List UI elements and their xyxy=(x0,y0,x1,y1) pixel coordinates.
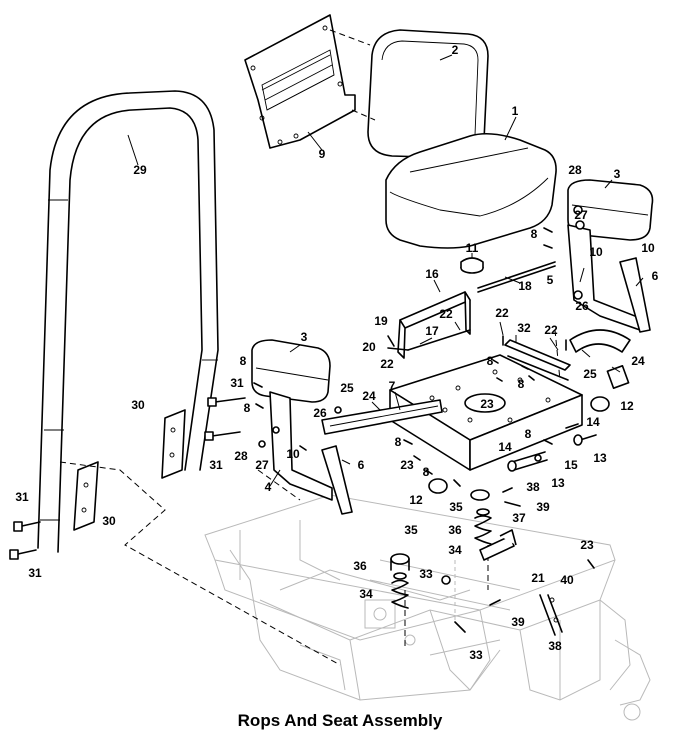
callout-14: 14 xyxy=(498,440,512,454)
callout-5: 5 xyxy=(547,273,554,287)
callout-32: 32 xyxy=(517,321,531,335)
callout-2: 2 xyxy=(452,43,459,57)
callout-25: 25 xyxy=(583,367,597,381)
seat-rails xyxy=(397,291,571,381)
callout-10: 10 xyxy=(589,245,603,259)
callout-31: 31 xyxy=(230,376,244,390)
callout-8: 8 xyxy=(244,401,251,415)
callout-26: 26 xyxy=(313,406,327,420)
callout-31: 31 xyxy=(15,490,29,504)
pivot-pins xyxy=(507,434,597,472)
callout-36: 36 xyxy=(448,523,462,537)
callout-27: 27 xyxy=(255,458,269,472)
callout-18: 18 xyxy=(518,279,532,293)
callout-15: 15 xyxy=(564,458,578,472)
callout-7: 7 xyxy=(389,379,396,393)
callout-25: 25 xyxy=(340,381,354,395)
callout-4: 4 xyxy=(265,480,272,494)
callout-8: 8 xyxy=(531,227,538,241)
callout-8: 8 xyxy=(395,435,402,449)
callout-numbers: 1 2 3 3 4 5 6 6 7 8 8 8 8 8 8 8 8 9 10 1… xyxy=(15,43,658,662)
callout-31: 31 xyxy=(209,458,223,472)
suspension-springs xyxy=(390,489,492,609)
callout-39: 39 xyxy=(536,500,550,514)
callout-8: 8 xyxy=(240,354,247,368)
seat-belts xyxy=(321,329,631,435)
callout-10: 10 xyxy=(286,447,300,461)
callout-3: 3 xyxy=(301,330,308,344)
callout-24: 24 xyxy=(362,389,376,403)
callout-28: 28 xyxy=(234,449,248,463)
spring-brackets xyxy=(479,529,563,636)
callout-33: 33 xyxy=(469,648,483,662)
callout-27: 27 xyxy=(574,208,588,222)
leader-lines xyxy=(127,54,644,487)
rops-bar xyxy=(37,90,219,553)
callout-8: 8 xyxy=(423,465,430,479)
callout-14: 14 xyxy=(586,415,600,429)
callout-24: 24 xyxy=(631,354,645,368)
callout-37: 37 xyxy=(512,511,526,525)
callout-22: 22 xyxy=(439,307,453,321)
callout-8: 8 xyxy=(525,427,532,441)
callout-34: 34 xyxy=(448,543,462,557)
mower-frame xyxy=(204,494,651,721)
adjust-rod xyxy=(477,261,556,293)
seat-back-panel xyxy=(244,14,356,149)
callout-23: 23 xyxy=(480,397,494,411)
callout-29: 29 xyxy=(133,163,147,177)
callout-16: 16 xyxy=(425,267,439,281)
rops-bolts xyxy=(9,397,246,560)
callout-23: 23 xyxy=(400,458,414,472)
callout-22: 22 xyxy=(380,357,394,371)
seat-switch xyxy=(460,257,484,274)
callout-35: 35 xyxy=(449,500,463,514)
seat-cushion xyxy=(385,132,557,249)
callout-33: 33 xyxy=(419,567,433,581)
callout-17: 17 xyxy=(425,324,439,338)
callout-30: 30 xyxy=(131,398,145,412)
assembly-lines xyxy=(59,29,576,666)
callout-3: 3 xyxy=(614,167,621,181)
callout-13: 13 xyxy=(593,451,607,465)
callout-8: 8 xyxy=(487,354,494,368)
callout-12: 12 xyxy=(620,399,634,413)
callout-38: 38 xyxy=(548,639,562,653)
callout-40: 40 xyxy=(560,573,574,587)
callout-38: 38 xyxy=(526,480,540,494)
callout-8: 8 xyxy=(518,377,525,391)
callout-30: 30 xyxy=(102,514,116,528)
callout-34: 34 xyxy=(359,587,373,601)
callout-1: 1 xyxy=(512,104,519,118)
callout-11: 11 xyxy=(466,241,479,255)
callout-19: 19 xyxy=(374,314,388,328)
callout-39: 39 xyxy=(511,615,525,629)
callout-23: 23 xyxy=(580,538,594,552)
armrest-brackets xyxy=(269,224,651,515)
seat-isolators xyxy=(428,396,610,494)
callout-9: 9 xyxy=(319,147,326,161)
callout-31: 31 xyxy=(28,566,42,580)
callout-13: 13 xyxy=(551,476,565,490)
callout-22: 22 xyxy=(544,323,558,337)
callout-21: 21 xyxy=(531,571,545,585)
callout-6: 6 xyxy=(652,269,659,283)
callout-35: 35 xyxy=(404,523,418,537)
callout-10: 10 xyxy=(641,241,655,255)
callout-20: 20 xyxy=(362,340,376,354)
callout-12: 12 xyxy=(409,493,423,507)
hardware xyxy=(253,205,595,633)
callout-28: 28 xyxy=(568,163,582,177)
callout-36: 36 xyxy=(353,559,367,573)
callout-22: 22 xyxy=(495,306,509,320)
diagram-caption: Rops And Seat Assembly xyxy=(237,711,443,730)
armrests xyxy=(251,179,654,403)
callout-6: 6 xyxy=(358,458,365,472)
callout-26: 26 xyxy=(575,299,589,313)
rops-mount-plates xyxy=(73,409,186,531)
